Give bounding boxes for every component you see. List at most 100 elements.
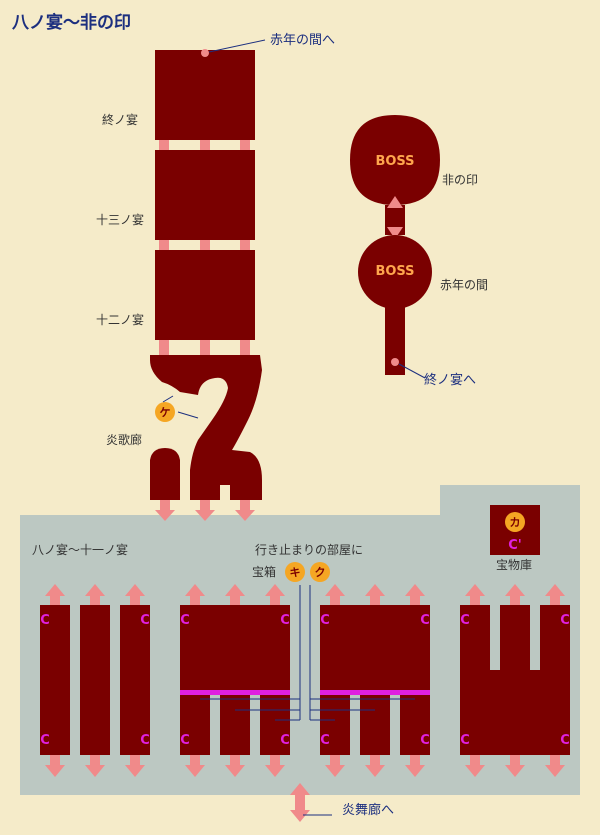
flame-song-corridor: ケ: [150, 355, 262, 500]
marker-ku-label: ク: [315, 566, 326, 579]
pillar-room: [40, 605, 70, 755]
warp-c-marker: C: [40, 733, 50, 748]
arrow-up-icon: [185, 584, 205, 596]
connector: [410, 755, 420, 765]
label-dead-end: 行き止まりの部屋に: [255, 542, 363, 557]
arrow-down-icon: [45, 765, 65, 777]
connector: [470, 755, 480, 765]
connector: [240, 140, 250, 150]
pillar-room: [260, 695, 290, 755]
label-banquet-end: 終ノ宴: [102, 112, 138, 127]
arrow-up-icon: [545, 584, 565, 596]
arrow-down-icon: [545, 765, 565, 777]
connector: [159, 140, 169, 150]
warp-point: [391, 358, 399, 366]
room-banquet-12: [155, 250, 255, 340]
connector: [50, 596, 60, 605]
warp-c-marker: C: [180, 733, 190, 748]
exit-arrow-flame-dance: [290, 783, 310, 822]
arrow-up-icon: [265, 584, 285, 596]
leader-line: [162, 395, 174, 403]
arrow-down-icon: [265, 765, 285, 777]
corridor-exit-arrows: [155, 500, 255, 521]
room-e-shape: [460, 605, 570, 755]
label-banquet-12: 十二ノ宴: [96, 312, 144, 327]
warp-point: [201, 49, 209, 57]
connector: [190, 755, 200, 765]
marker-ka-label: カ: [510, 516, 521, 529]
warp-c-marker: C: [180, 613, 190, 628]
leader-line: [398, 363, 426, 379]
connector: [550, 755, 560, 765]
connector: [240, 340, 250, 355]
marker-ki-label: キ: [290, 566, 301, 579]
arrow-up-icon: [465, 584, 485, 596]
connector: [370, 755, 380, 765]
label-flame-song: 炎歌廊: [106, 432, 142, 447]
marker-ke-label: ケ: [160, 406, 171, 419]
leader-line: [177, 411, 199, 419]
connection-lines: [200, 585, 415, 721]
room-dead-end-left: [180, 605, 290, 690]
warp-c-marker: C: [280, 733, 290, 748]
pillar-room: [400, 695, 430, 755]
arrow-up-icon: [45, 584, 65, 596]
treasury: カ C': [490, 505, 540, 555]
room-dead-end-right: [320, 605, 430, 690]
connector: [470, 596, 480, 605]
leader-line: [208, 39, 266, 53]
arrow-down-icon: [405, 765, 425, 777]
room-red-year-boss: [358, 235, 432, 309]
label-to-end-banquet: 終ノ宴へ: [424, 372, 476, 388]
warp-c-marker: C: [420, 613, 430, 628]
arrow-up-icon: [325, 584, 345, 596]
arrow-down-icon: [325, 765, 345, 777]
connector: [410, 596, 420, 605]
lower-rooms: [40, 585, 570, 755]
corridor-boss-tail: [385, 300, 405, 375]
pillar-room: [360, 695, 390, 755]
arrow-up-icon: [125, 584, 145, 596]
corridor-shape: [150, 355, 262, 500]
connector: [200, 240, 210, 250]
label-treasury: 宝物庫: [496, 558, 532, 572]
connector: [50, 755, 60, 765]
pillar-room: [220, 695, 250, 755]
room-banquet-13: [155, 150, 255, 240]
label-banquet-13: 十三ノ宴: [96, 212, 144, 227]
connector: [510, 755, 520, 765]
warp-c-marker: C: [460, 733, 470, 748]
arrow-up-icon: [365, 584, 385, 596]
arrow-down-icon: [85, 765, 105, 777]
map-title: 八ノ宴〜非の印: [12, 12, 131, 33]
connector: [370, 596, 380, 605]
connector: [330, 596, 340, 605]
arrow-up-icon: [387, 196, 403, 208]
connector: [270, 596, 280, 605]
connector: [90, 755, 100, 765]
label-to-red-year: 赤年の間へ: [270, 33, 335, 48]
arrow-down-icon: [505, 765, 525, 777]
warp-c-marker: C: [320, 613, 330, 628]
arrow-down-icon: [387, 227, 403, 239]
label-red-year: 赤年の間: [440, 278, 488, 292]
warp-c-prime: C': [508, 538, 522, 553]
connector: [190, 596, 200, 605]
warp-c-marker: C: [140, 733, 150, 748]
pillar-room: [180, 695, 210, 755]
pillar-room: [320, 695, 350, 755]
boss-label-seal: BOSS: [375, 154, 414, 169]
arrow-down-icon: [465, 765, 485, 777]
arrow-down-icon: [125, 765, 145, 777]
room-banquet-end: [155, 50, 255, 140]
corridor-pillar: [150, 448, 180, 500]
item-marker-ke: [155, 402, 175, 422]
label-banquet-8-11: 八ノ宴〜十一ノ宴: [32, 542, 128, 557]
item-marker-ku: [310, 562, 330, 582]
warp-c-marker: C: [280, 613, 290, 628]
connector: [200, 140, 210, 150]
warp-c-marker: C: [40, 613, 50, 628]
connector: [130, 755, 140, 765]
